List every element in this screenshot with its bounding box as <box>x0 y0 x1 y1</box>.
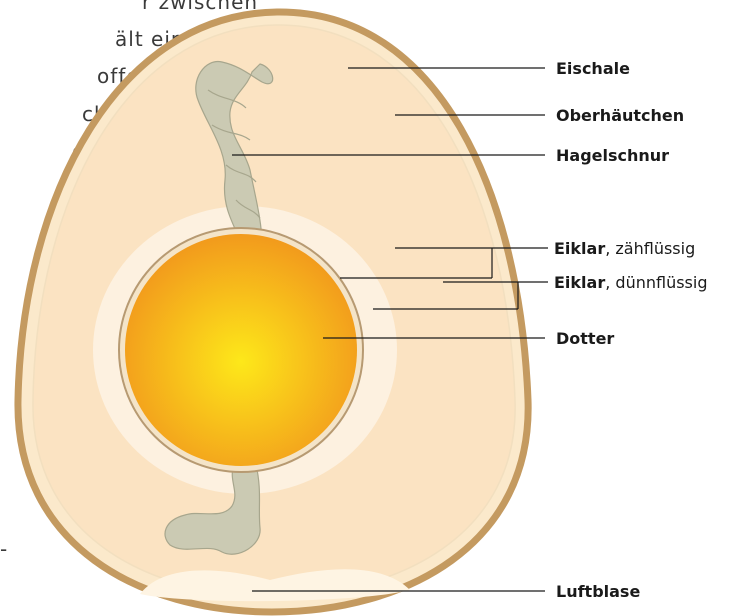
label-eiklar-duennfluessig: Eiklar, dünnflüssig <box>554 273 707 292</box>
label-eischale: Eischale <box>556 59 630 78</box>
label-oberhaeutchen: Oberhäutchen <box>556 106 684 125</box>
label-hagelschnur: Hagelschnur <box>556 146 669 165</box>
label-luftblase: Luftblase <box>556 582 640 601</box>
yolk <box>125 234 357 466</box>
label-eiklar-zaehfluessig: Eiklar, zähflüssig <box>554 239 695 258</box>
label-dotter: Dotter <box>556 329 614 348</box>
